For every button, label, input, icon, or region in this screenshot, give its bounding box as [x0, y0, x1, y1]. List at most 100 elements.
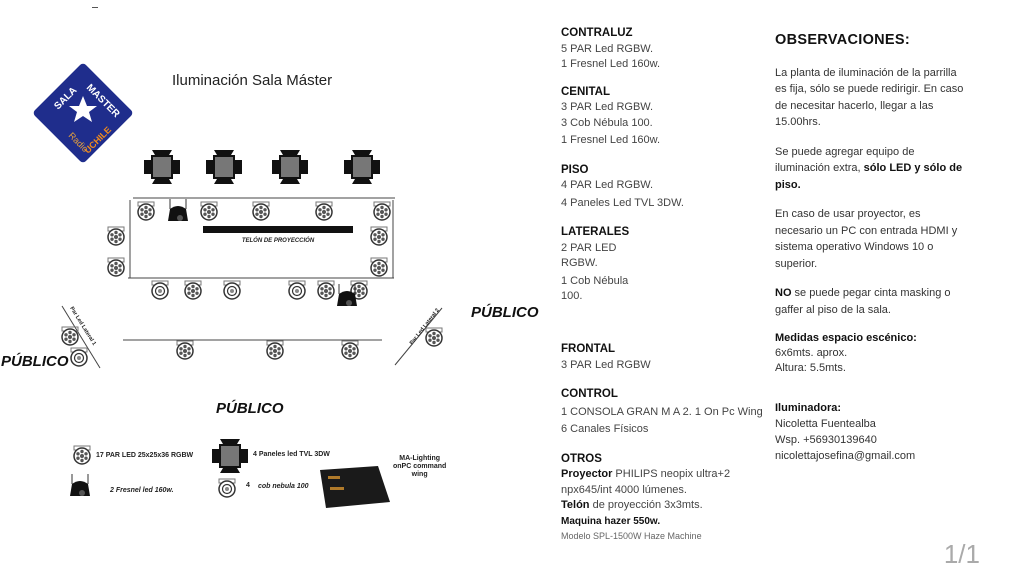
section-otros: OTROS Proyector PHILIPS neopix ultra+2 n… [561, 452, 771, 545]
legend-icons [69, 438, 390, 508]
text: Nicoletta Fuentealba [775, 418, 876, 430]
item: Modelo SPL-1500W Haze Machine [561, 531, 702, 541]
legend-console-line: wing [411, 471, 428, 478]
par-led-icon [252, 201, 270, 221]
section-heading: CONTROL [561, 388, 618, 400]
par-led-icon [373, 201, 391, 221]
cob-nebula-icon [70, 347, 88, 367]
par-led-icon [317, 280, 335, 300]
section-heading: CONTRALUZ [561, 27, 633, 39]
label: Proyector [561, 468, 613, 480]
top-mark [92, 7, 98, 8]
fresnel-icon [167, 198, 189, 222]
lateral-left-line [61, 305, 101, 369]
observaciones: OBSERVACIONES: La planta de iluminación … [775, 32, 965, 477]
section-piso: PISO 4 PAR Led RGBW. 4 Paneles Led TVL 3… [561, 163, 771, 212]
legend-console-line: onPC command [393, 463, 447, 470]
email: nicolettajosefina@gmail.com [775, 450, 916, 462]
text: Se puede agregar equipo de iluminación e… [775, 145, 915, 175]
par-led-icon [315, 201, 333, 221]
observaciones-heading: OBSERVACIONES: [775, 32, 910, 48]
item: 1 Cob Nébula [561, 274, 629, 287]
text: PHILIPS neopix ultra+2 [612, 468, 731, 480]
legend-console: MA-Lighting onPC command wing [393, 455, 446, 479]
legend-fresnel: 2 Fresnel led 160w. [110, 487, 174, 494]
page-indicator: 1/1 [943, 539, 980, 569]
label: Telón [561, 499, 590, 511]
text: se puede pegar cinta masking o gaffer al… [775, 287, 951, 316]
section-control: CONTROL 1 CONSOLA GRAN M A 2. 1 On Pc Wi… [561, 387, 771, 438]
led-panel-icon [211, 438, 249, 474]
item: Telón de proyección 3x3mts. [561, 498, 771, 514]
fresnel-icon [69, 473, 91, 497]
item: 2 PAR LED [561, 241, 617, 254]
par-led-icon [341, 340, 359, 360]
par-led-icon [200, 201, 218, 221]
page-title: Iluminación Sala Máster [172, 72, 333, 89]
par-led-icon [137, 201, 155, 221]
item: npx645/int 4000 lúmenes. [561, 483, 687, 496]
bold-text: NO [775, 287, 792, 299]
cob-nebula-icon [218, 478, 236, 498]
par-led-icon [370, 226, 388, 246]
item: 5 PAR Led RGBW. [561, 42, 654, 55]
led-panel-icon [271, 149, 309, 185]
par-led-icon [370, 257, 388, 277]
item: 3 PAR Led RGBW [561, 358, 651, 371]
item: Maquina hazer 550w. [561, 515, 661, 527]
section-laterales: LATERALES 2 PAR LED RGBW. 1 Cob Nébula 1… [561, 225, 771, 305]
text: de proyección 3x3mts. [589, 499, 703, 511]
obs-iluminadora: Iluminadora: Nicoletta Fuentealba Wsp. +… [775, 400, 965, 464]
section-heading: OTROS [561, 452, 602, 465]
label: Medidas espacio escénico: [775, 332, 917, 344]
label: Iluminadora: [775, 402, 842, 414]
equipment-list: CONTRALUZ 5 PAR Led RGBW. 1 Fresnel Led … [561, 26, 771, 317]
item: 6 Canales Físicos [561, 423, 649, 435]
publico-left-label: PÚBLICO [1, 353, 69, 370]
sala-master-logo: SALA MASTER Radio UCHILE [33, 63, 133, 163]
legend-panel: 4 Paneles led TVL 3DW [253, 451, 330, 458]
item: 4 PAR Led RGBW. [561, 179, 654, 191]
legend-cob-count: 4 [246, 482, 250, 489]
item: 1 Fresnel Led 160w. [561, 134, 661, 146]
obs-medidas: Medidas espacio escénico: 6x6mts. aprox.… [775, 331, 965, 376]
par-led-icon [61, 326, 79, 346]
bold-text: sólo LED y sólo de piso. [775, 162, 963, 191]
cob-nebula-icon [151, 280, 169, 300]
item: 4 Paneles Led TVL 3DW. [561, 196, 684, 209]
par-led-icon [107, 257, 125, 277]
lighting-plan: TELÓN DE PROYECCIÓN Par Led Lateral 1 Pa… [61, 149, 443, 369]
cob-nebula-icon [288, 280, 306, 300]
legend-console-line: MA-Lighting [399, 455, 441, 462]
item: 3 Cob Nébula 100. [561, 116, 653, 129]
led-panel-icon [343, 149, 381, 185]
led-panel-icon [205, 149, 243, 185]
cob-nebula-icon [223, 280, 241, 300]
par-led-icon [425, 327, 443, 347]
item: 100. [561, 290, 583, 302]
section-heading: CENITAL [561, 85, 610, 98]
par-led-icon [176, 340, 194, 360]
obs-p3: En caso de usar proyector, es necesario … [775, 208, 958, 270]
section-heading: FRONTAL [561, 343, 616, 355]
text: 6x6mts. aprox. [775, 347, 848, 359]
section-frontal: FRONTAL 3 PAR Led RGBW [561, 342, 771, 373]
phone: Wsp. +56930139640 [775, 434, 877, 446]
obs-p4: NO se puede pegar cinta masking o gaffer… [775, 285, 965, 318]
item: 1 CONSOLA GRAN M A 2. 1 On Pc Wing [561, 405, 763, 418]
item: Proyector PHILIPS neopix ultra+2 [561, 467, 771, 483]
par-led-icon [73, 445, 91, 465]
obs-p2: Se puede agregar equipo de iluminación e… [775, 144, 965, 194]
section-heading: LATERALES [561, 226, 630, 238]
par-led-icon [107, 226, 125, 246]
legend-par: 17 PAR LED 25x25x36 RGBW [96, 452, 194, 459]
item: 1 Fresnel Led 160w. [561, 58, 661, 70]
led-panel-icon [143, 149, 181, 185]
item: RGBW. [561, 257, 598, 269]
obs-p1: La planta de iluminación de la parrilla … [775, 66, 964, 129]
screen-label: TELÓN DE PROYECCIÓN [242, 237, 315, 244]
publico-right-label: PÚBLICO [471, 304, 539, 321]
legend-cob: cob nebula 100 [258, 483, 309, 490]
section-contraluz: CONTRALUZ 5 PAR Led RGBW. 1 Fresnel Led … [561, 26, 771, 73]
item: 3 PAR Led RGBW. [561, 101, 654, 113]
